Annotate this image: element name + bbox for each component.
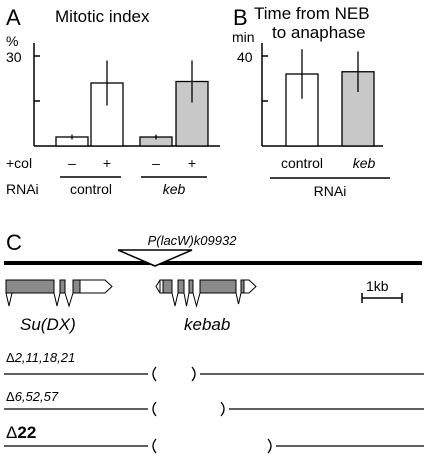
kebab-exon-2 <box>177 279 185 294</box>
kebab-intron-2 <box>183 292 190 307</box>
scale-bar-label: 1kb <box>366 278 389 294</box>
treatment-label-2: + <box>103 155 111 171</box>
kebab-intron-1 <box>171 292 179 307</box>
panel-b-title-line2: to anaphase <box>272 23 366 42</box>
rnai-row-label: RNAi <box>6 181 39 197</box>
panel-b: B Time from NEB to anaphase min 40 contr… <box>232 4 390 199</box>
kebab-intron-4 <box>235 292 242 305</box>
kebab-exon-4 <box>199 279 237 294</box>
su-dx-intron-3 <box>64 292 74 308</box>
panel-b-letter: B <box>233 5 248 30</box>
kebab-utr-arrow <box>243 279 257 294</box>
su-dx-utr-arrow <box>79 279 113 294</box>
group-label-keb: keb <box>163 181 186 197</box>
deletion-2-left-bracket <box>152 401 157 417</box>
panel-c-letter: C <box>6 230 22 255</box>
group-label-control: control <box>70 181 112 197</box>
gene-label-kebab: kebab <box>184 315 230 334</box>
col-row-label: +col <box>6 155 32 171</box>
kebab-exon-3 <box>188 279 194 294</box>
deletion-2-label: Δ6,52,57 <box>6 389 59 404</box>
su-dx-intron-2 <box>53 292 61 307</box>
panel-b-group-label: RNAi <box>314 183 347 199</box>
deletion-2-right-bracket <box>220 401 225 417</box>
panel-b-title-line1: Time from NEB <box>254 4 370 23</box>
deletion-1: Δ2,11,18,21 <box>4 350 424 382</box>
kebab-exon-1 <box>162 279 173 294</box>
panel-b-y-unit: min <box>232 29 255 45</box>
su-dx-exon-1 <box>5 279 55 294</box>
su-dx-intron-1 <box>5 292 13 307</box>
treatment-label-4: + <box>188 155 196 171</box>
panel-c: C P(lacW)k09932 Su(DX) <box>4 230 424 454</box>
deletion-1-right-bracket <box>191 366 196 382</box>
panel-b-group-keb: keb <box>353 155 376 171</box>
panel-a-bars <box>55 60 209 147</box>
treatment-label-3: – <box>152 155 160 171</box>
kebab-start-bracket <box>155 279 161 294</box>
panel-a-y-unit: % <box>6 33 18 49</box>
treatment-label-1: – <box>68 155 76 171</box>
kebab-intron-3 <box>192 292 201 308</box>
su-dx-exon-2 <box>59 279 66 294</box>
deletion-3-label: Δ22 <box>6 423 36 442</box>
panel-a: A Mitotic index % 30 +col – + – + RNAi c… <box>6 5 220 197</box>
deletion-1-label: Δ2,11,18,21 <box>6 350 75 365</box>
deletion-2: Δ6,52,57 <box>4 389 424 417</box>
panel-b-group-control: control <box>281 155 323 171</box>
insertion-triangle <box>117 249 193 267</box>
deletion-3-left-bracket <box>152 438 157 454</box>
panel-b-bars <box>285 49 375 147</box>
panel-b-y-tick: 40 <box>237 49 253 65</box>
panel-a-letter: A <box>6 5 21 30</box>
deletion-1-left-bracket <box>152 366 157 382</box>
deletion-3-right-bracket <box>267 438 272 454</box>
panel-a-y-tick: 30 <box>6 49 22 65</box>
panel-a-title: Mitotic index <box>55 7 150 26</box>
gene-kebab: kebab <box>155 279 257 334</box>
su-dx-exon-3 <box>72 279 81 294</box>
deletion-3: Δ22 <box>4 423 424 454</box>
gene-su-dx: Su(DX) <box>5 279 113 334</box>
insertion-label: P(lacW)k09932 <box>148 233 238 248</box>
gene-label-su-dx: Su(DX) <box>20 315 76 334</box>
